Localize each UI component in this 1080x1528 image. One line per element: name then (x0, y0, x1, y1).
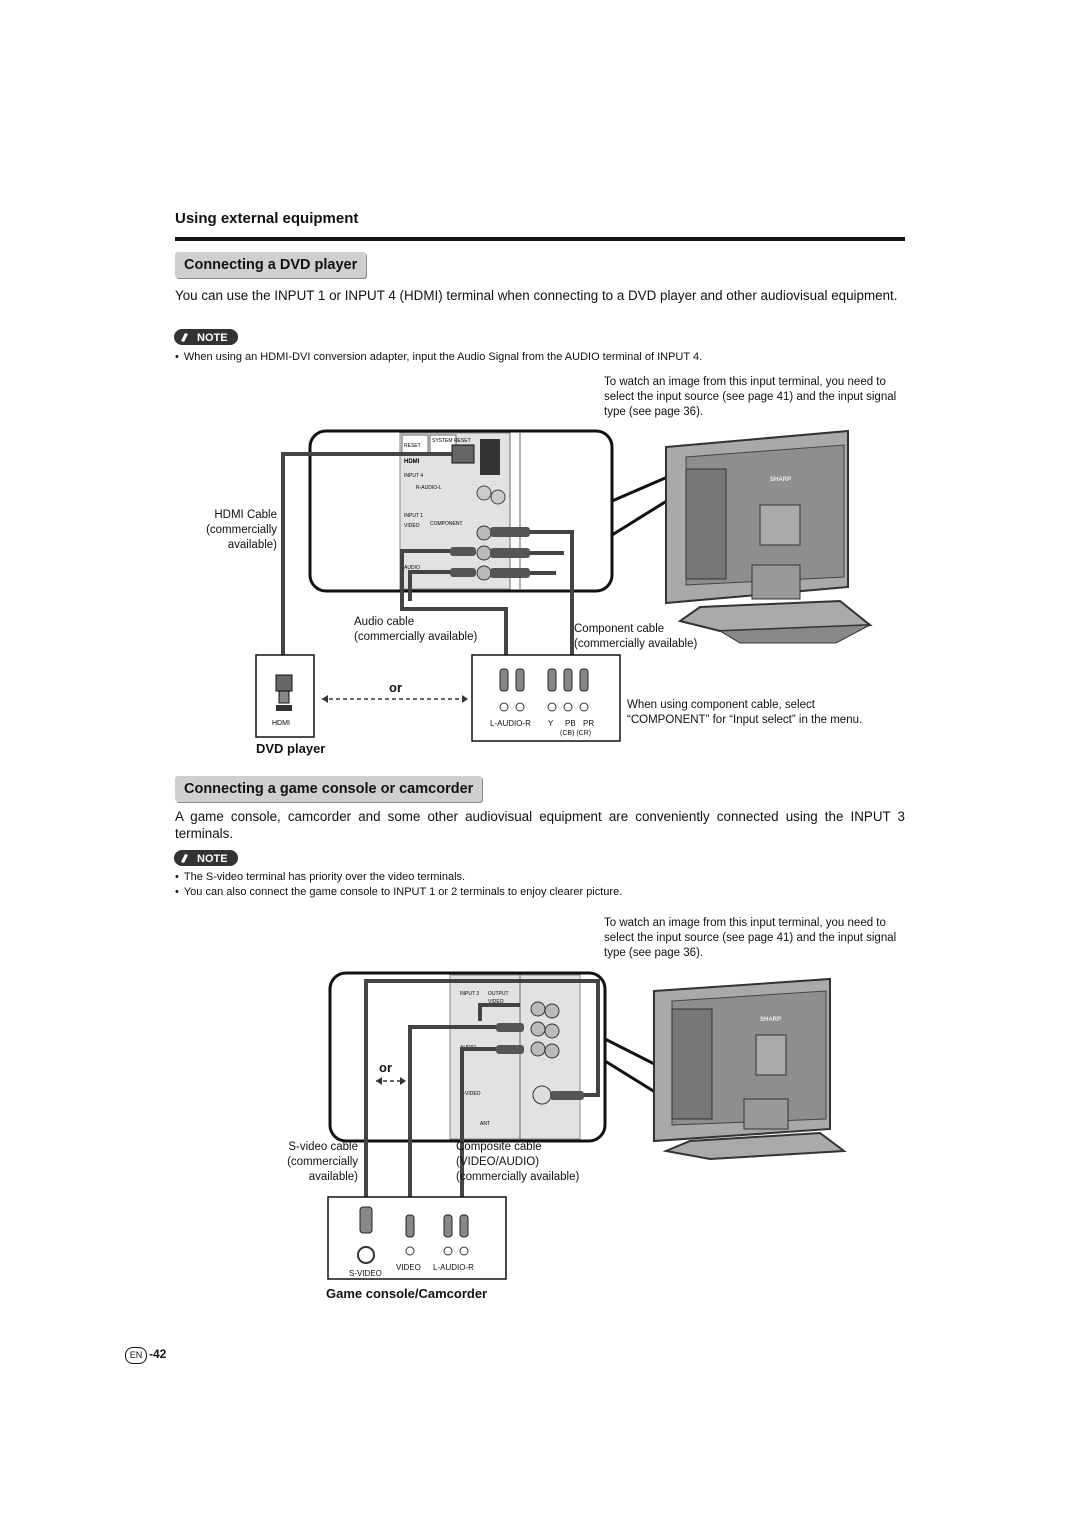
port-y: Y (548, 719, 554, 728)
dvd-ports-box (471, 654, 621, 742)
game-intro: A game console, camcorder and some other… (175, 809, 905, 841)
panel-ant: ANT (480, 1121, 490, 1127)
game-ports-box (327, 1196, 507, 1280)
port-l-audio-r: L-AUDIO-R (433, 1263, 474, 1272)
game-note-1: The S-video terminal has priority over t… (175, 870, 465, 884)
panel-component: COMPONENT (430, 521, 463, 527)
port-pb: PB (565, 719, 576, 728)
port-cb-cr: (CB) (CR) (560, 730, 592, 737)
or-label-2: or (379, 1060, 392, 1075)
note-label-2: NOTE (197, 853, 228, 865)
tv-brand-2: SHARP (760, 1017, 781, 1023)
svideo-cable-label: S-video cable (commercially available) (287, 1141, 358, 1183)
dvd-connection-diagram: RESET SYSTEM RESET HDMI INPUT 4 R-AUDIO-… (255, 429, 873, 742)
panel-output: OUTPUT (488, 991, 509, 997)
note-label-1: NOTE (197, 332, 228, 344)
port-video: VIDEO (396, 1263, 421, 1272)
page-number: -42 (149, 1347, 167, 1361)
panel-svideo: S-VIDEO (460, 1091, 481, 1097)
panel-system-reset: SYSTEM RESET (432, 438, 471, 444)
panel-audio: AUDIO (404, 565, 420, 571)
audio-cable-label-2: (commercially available) (354, 631, 478, 643)
panel-hdmi: HDMI (404, 459, 420, 465)
panel-input3: INPUT 3 (460, 991, 479, 997)
game-heading: Connecting a game console or camcorder (175, 776, 483, 802)
device-dvd-player: DVD player (256, 741, 326, 756)
note-badge-1: NOTE (174, 329, 238, 345)
note-badge-2: NOTE (174, 850, 238, 866)
component-cable-label-1: Component cable (574, 623, 665, 635)
game-watch-text: To watch an image from this input termin… (604, 917, 897, 959)
language-badge: EN (125, 1347, 147, 1364)
panel-reset: RESET (404, 443, 421, 449)
panel-input1: INPUT 1 (404, 513, 423, 519)
audio-cable-label-1: Audio cable (354, 616, 415, 628)
device-game-console: Game console/Camcorder (326, 1286, 488, 1301)
dvd-watch-text: To watch an image from this input termin… (604, 376, 897, 418)
panel-video: VIDEO (404, 523, 420, 529)
port-svideo: S-VIDEO (349, 1269, 382, 1278)
component-note: When using component cable, select “COMP… (627, 699, 863, 726)
game-connection-diagram: INPUT 3 OUTPUT VIDEO AUDIO S-VIDEO ANT S… (327, 971, 847, 1280)
hdmi-cable-label: HDMI Cable (commercially available) (206, 509, 277, 551)
dvd-intro: You can use the INPUT 1 or INPUT 4 (HDMI… (175, 288, 898, 303)
panel-r-audio-l: R-AUDIO-L (416, 485, 442, 491)
game-note-2: You can also connect the game console to… (175, 885, 622, 899)
or-label-1: or (389, 680, 402, 695)
section-rule (175, 237, 905, 241)
composite-cable-label: Composite cable (VIDEO/AUDIO) (commercia… (456, 1141, 580, 1183)
dvd-note-1: When using an HDMI-DVI conversion adapte… (175, 350, 702, 364)
dvd-heading: Connecting a DVD player (175, 252, 367, 278)
panel-input4: INPUT 4 (404, 473, 423, 479)
tv-brand-1: SHARP (770, 477, 791, 483)
port-pr: PR (583, 719, 595, 728)
panel-video: VIDEO (488, 999, 504, 1005)
component-cable-label-2: (commercially available) (574, 638, 698, 650)
port-audio: L-AUDIO-R (490, 719, 531, 728)
section-title: Using external equipment (175, 210, 359, 227)
tv-rear-illustration: SHARP (665, 429, 873, 644)
port-hdmi: HDMI (272, 720, 290, 727)
tv-rear-illustration-2: SHARP (653, 977, 847, 1161)
